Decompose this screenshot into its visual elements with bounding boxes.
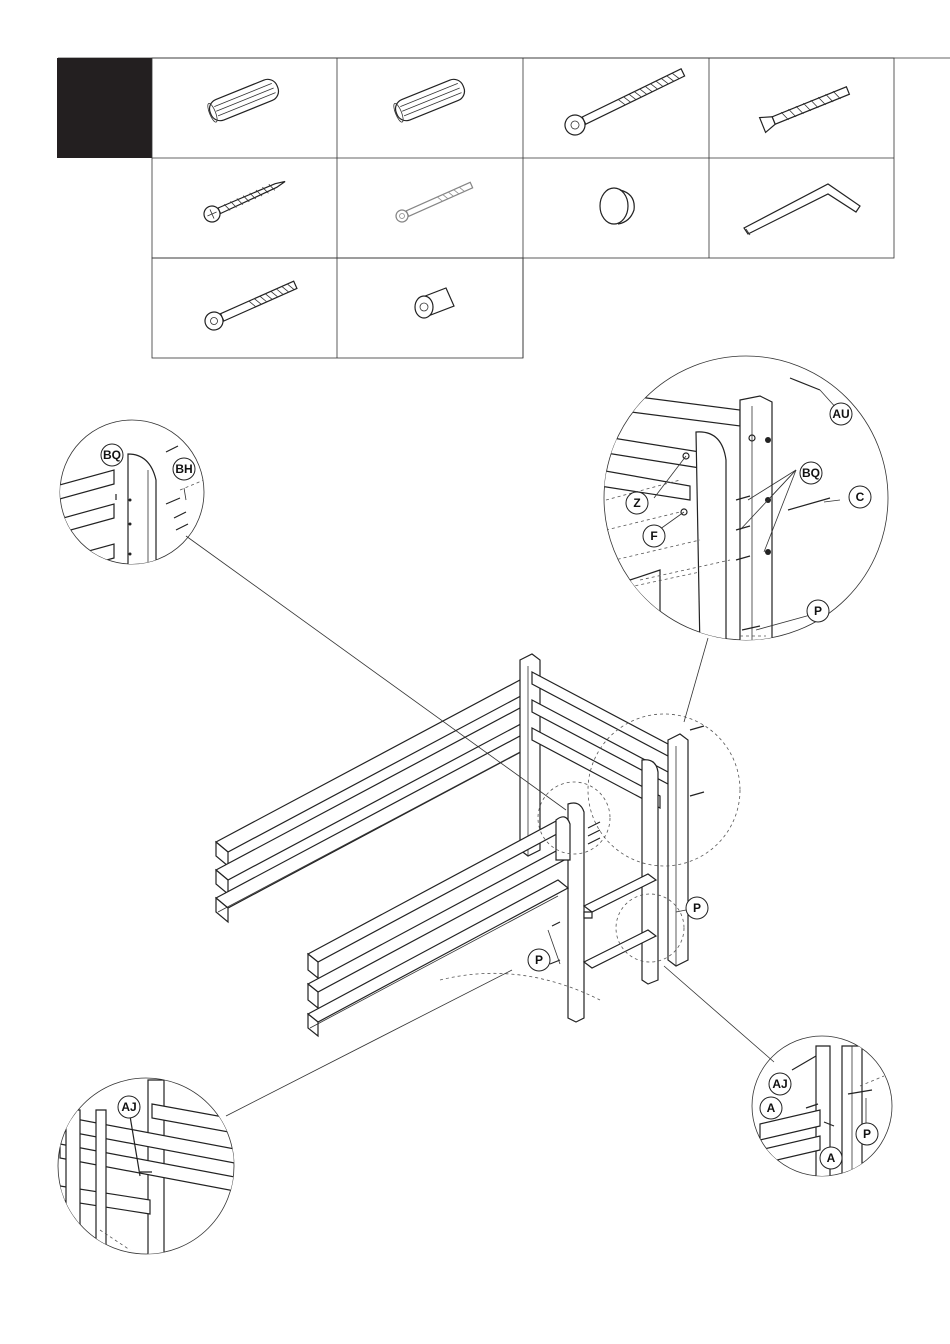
part-label: Z — [633, 496, 640, 510]
part-label: F — [650, 529, 657, 543]
allen-key-icon — [744, 184, 860, 235]
part-label: BQ — [103, 448, 121, 462]
bolt-icon — [202, 277, 299, 333]
detail-circle-bottom-right: AJ A P A — [752, 1036, 892, 1180]
long-bolt-icon — [562, 63, 688, 138]
part-label: BQ — [802, 466, 820, 480]
detail-circle-top-right: AU BQ C Z F P — [600, 356, 888, 656]
part-label: AJ — [772, 1077, 787, 1091]
step-number-block — [57, 58, 152, 158]
dowel-icon — [206, 76, 282, 124]
part-label: AJ — [121, 1100, 136, 1114]
part-label: P — [535, 953, 543, 967]
detail-circle-top-left: BQ BH — [56, 420, 204, 574]
barrel-nut-icon — [415, 288, 454, 318]
expansion-screw-icon — [760, 83, 851, 132]
part-label: AU — [832, 407, 849, 421]
small-bolt-icon — [394, 180, 474, 224]
part-label: A — [827, 1151, 836, 1165]
wood-screw-icon — [201, 174, 288, 224]
part-label: BH — [175, 462, 192, 476]
detail-circle-bottom-left: AJ — [58, 1078, 240, 1260]
cap-icon — [600, 188, 634, 224]
part-label: P — [863, 1127, 871, 1141]
part-label: P — [814, 604, 822, 618]
bed-frame-assembly — [186, 536, 774, 1116]
hardware-table — [57, 58, 950, 358]
part-label: C — [856, 490, 865, 504]
part-label: P — [693, 901, 701, 915]
dowel-icon — [392, 76, 468, 124]
part-label: A — [767, 1101, 776, 1115]
